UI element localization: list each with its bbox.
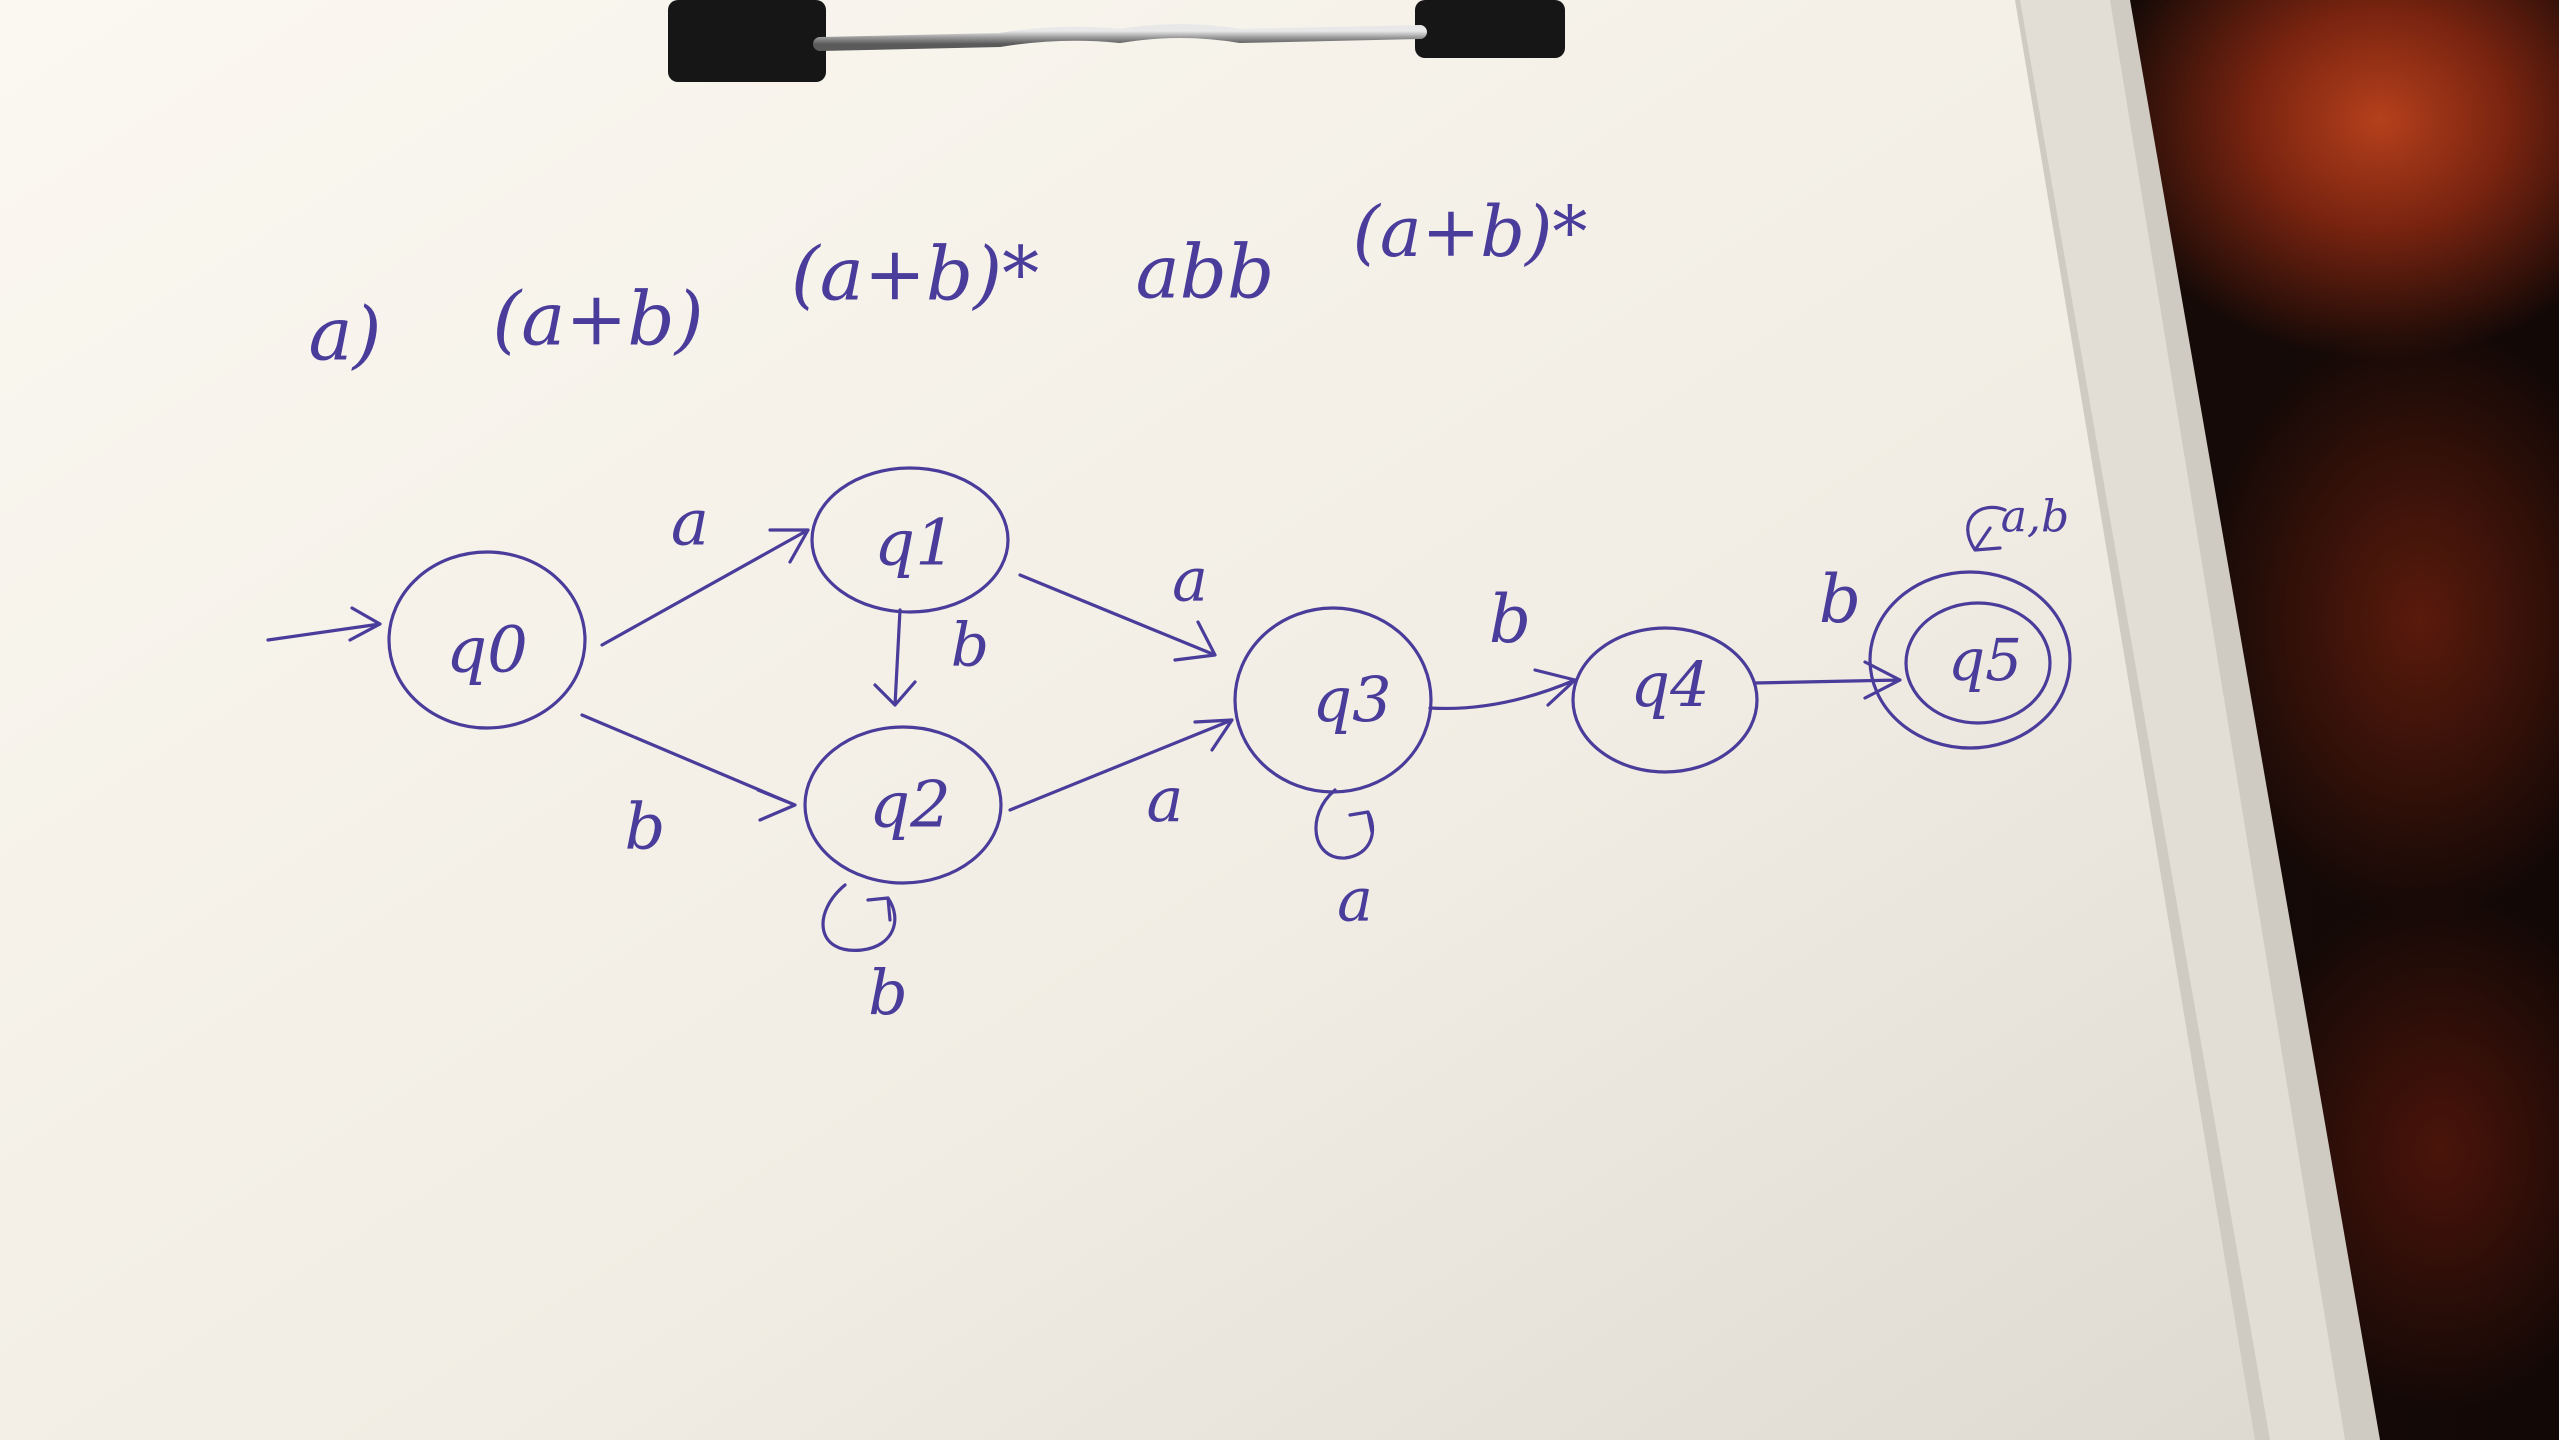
edge-label: b (625, 791, 666, 865)
edge-label: b (1489, 581, 1531, 658)
edge-q3-q4: b (1428, 581, 1577, 711)
state-q3: q3 (1233, 606, 1433, 794)
edge-q1-q2: b (873, 608, 989, 707)
start-arrow (266, 606, 382, 642)
paper-sheet (0, 0, 2255, 1440)
state-label: q4 (1630, 648, 1709, 721)
edge-q0-q1: a (600, 487, 810, 647)
state-q0: q0 (387, 550, 587, 730)
edge-label: a (671, 487, 709, 561)
edge-label: a (1147, 763, 1184, 836)
state-label: q2 (869, 769, 951, 843)
edge-q2-q3: a (1008, 718, 1234, 836)
state-q4: q4 (1571, 626, 1759, 774)
state-label: q5 (1948, 626, 2022, 694)
edge-label: b (868, 956, 908, 1029)
paper-stack-edge (2020, 0, 2345, 1440)
state-q2: q2 (803, 725, 1003, 885)
edge-label: b (951, 611, 989, 681)
regex-term-1: (a+b) (492, 276, 703, 362)
edge-q3-q3-loop: a (1314, 788, 1375, 936)
part-label: a) (309, 291, 382, 377)
clipboard-clip (668, 0, 1565, 82)
state-q1: q1 (810, 466, 1010, 614)
regex-term-4: (a+b)* (1353, 191, 1588, 273)
edge-q5-q5-loop: a,b (1966, 492, 2069, 552)
state-label: q0 (446, 614, 528, 688)
automaton-diagram: a) (a+b) (a+b)* abb (a+b)* a b b a b (266, 191, 2072, 1029)
regex-term-3: abb (1136, 229, 1275, 315)
edge-q0-q2: b (580, 713, 797, 865)
regex-expression: a) (a+b) (a+b)* abb (a+b)* (309, 191, 1588, 377)
edge-label: a (1337, 866, 1373, 936)
regex-term-2: (a+b)* (791, 231, 1039, 317)
edge-label: a,b (2001, 492, 2069, 543)
state-label: q1 (874, 507, 956, 581)
edge-q1-q3: a (1018, 546, 1217, 662)
edge-label: a (1172, 546, 1208, 616)
edge-q2-q2-loop: b (821, 883, 908, 1029)
state-label: q3 (1312, 663, 1391, 736)
edge-label: b (1819, 561, 1861, 638)
state-q5-accepting: q5 (1868, 570, 2072, 750)
